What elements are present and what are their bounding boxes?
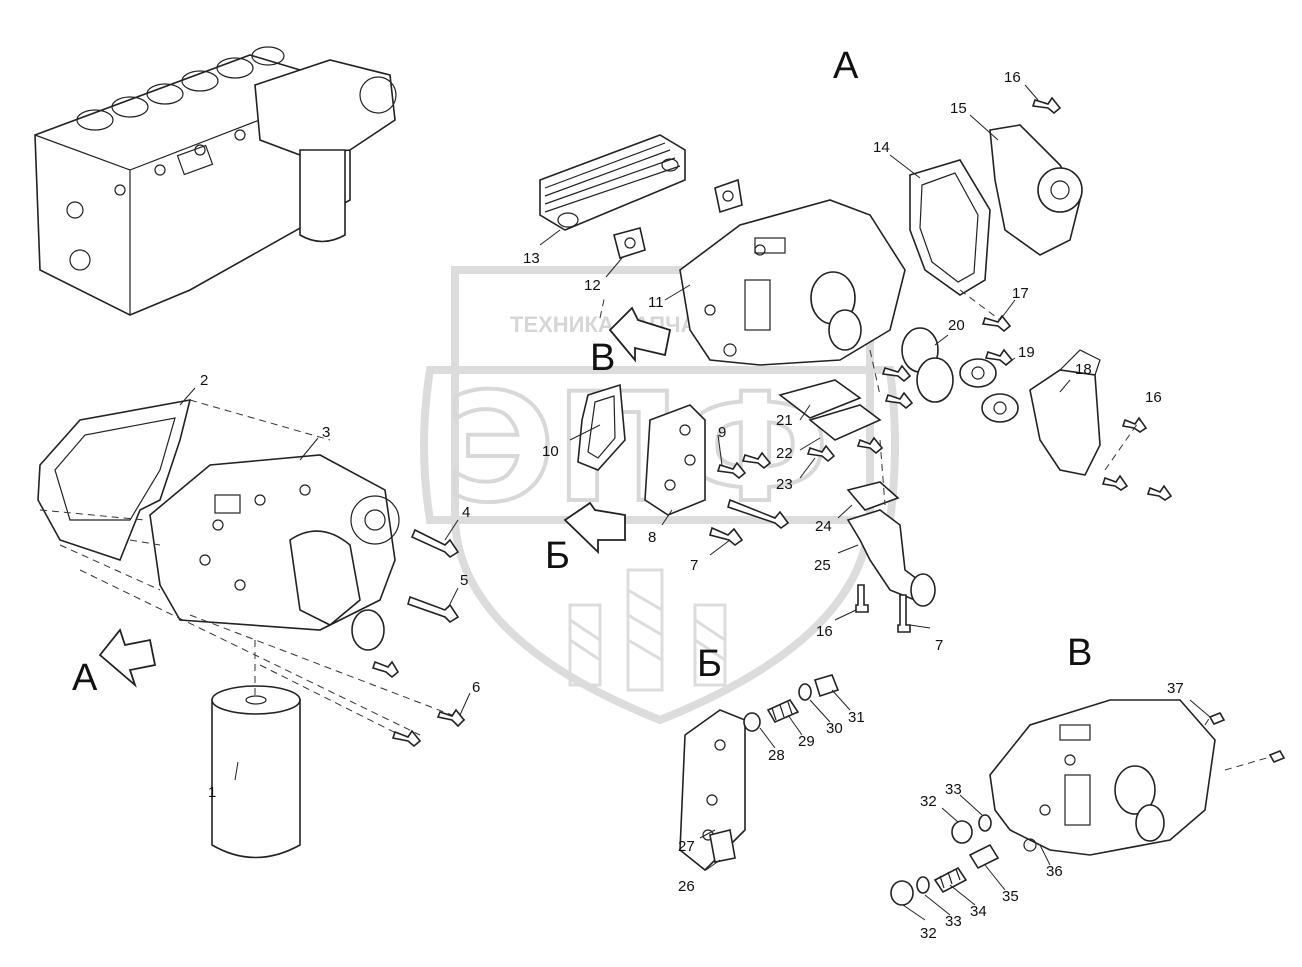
callout-23: 23 <box>776 476 793 493</box>
callout-37: 37 <box>1167 680 1184 697</box>
callout-24: 24 <box>815 518 832 535</box>
detail-v-small-parts <box>890 711 1286 906</box>
callout-31: 31 <box>848 709 865 726</box>
callout-15: 15 <box>950 100 967 117</box>
cover-plates-21-22 <box>778 379 882 441</box>
view-letters: A A Б Б В В <box>72 45 1092 699</box>
bolts-7-9-23 <box>709 436 884 547</box>
callout-16-lower: 16 <box>816 623 833 640</box>
plug-26 <box>709 829 736 863</box>
callout-26: 26 <box>678 878 695 895</box>
thermostats-19 <box>959 358 1019 423</box>
o-rings-20 <box>901 327 954 403</box>
dashed-lines-detail-v <box>1204 716 1271 771</box>
leader-lines <box>179 84 1211 921</box>
callout-33-upper: 33 <box>945 781 962 798</box>
callout-3: 3 <box>322 424 330 441</box>
callout-32-upper: 32 <box>920 793 937 810</box>
bolt-16-top <box>1031 96 1062 115</box>
callout-10: 10 <box>542 443 559 460</box>
callout-7-center: 7 <box>690 557 698 574</box>
callout-2: 2 <box>200 372 208 389</box>
callout-32-lower: 32 <box>920 925 937 942</box>
gasket-left <box>37 398 192 561</box>
callout-36: 36 <box>1046 863 1063 880</box>
dashed-assembly-lines <box>39 399 466 741</box>
watermark-logo-text: ЭПФ <box>445 362 829 536</box>
bolts-16-7-lower <box>855 584 911 633</box>
view-arrow-v <box>608 306 672 363</box>
callout-16-top: 16 <box>1004 69 1021 86</box>
view-arrow-a <box>98 628 157 688</box>
engine-block <box>34 46 397 316</box>
callout-20: 20 <box>948 317 965 334</box>
view-arrow-b <box>563 501 626 555</box>
oil-filter-element <box>211 685 301 859</box>
callout-8: 8 <box>648 529 656 546</box>
water-pump-15 <box>989 124 1083 256</box>
gasket-14 <box>909 159 991 296</box>
oil-filter-housing-assembly <box>149 454 400 651</box>
callout-numbers: 1 2 3 4 5 6 7 7 8 9 10 11 12 13 14 15 16… <box>200 69 1184 942</box>
bolts-17-16 <box>881 314 1173 501</box>
callout-13: 13 <box>523 250 540 267</box>
view-letter-v-arrow: В <box>590 337 615 379</box>
view-letter-a-arrow: A <box>72 657 98 699</box>
view-letter-b-arrow: Б <box>545 535 570 577</box>
valve-parts-28-31 <box>743 674 840 732</box>
callout-6: 6 <box>472 679 480 696</box>
gaskets-12 <box>613 178 743 260</box>
callout-1: 1 <box>208 784 216 801</box>
callout-29: 29 <box>798 733 815 750</box>
callout-9: 9 <box>718 424 726 441</box>
detail-v-housing-36 <box>989 699 1216 856</box>
callout-33-lower: 33 <box>945 913 962 930</box>
callout-17: 17 <box>1012 285 1029 302</box>
oil-module-housing-11 <box>679 199 906 366</box>
callout-22: 22 <box>776 445 793 462</box>
bracket-8 <box>644 404 706 516</box>
gasket-10 <box>577 383 626 471</box>
callout-27: 27 <box>678 838 695 855</box>
callout-21: 21 <box>776 412 793 429</box>
view-letter-a-top: A <box>833 45 859 87</box>
view-letter-v-detail: В <box>1067 632 1092 674</box>
callout-18: 18 <box>1075 361 1092 378</box>
callout-12: 12 <box>584 277 601 294</box>
water-elbow-24-25 <box>846 481 936 607</box>
oil-cooler <box>539 134 686 231</box>
callout-19: 19 <box>1018 344 1035 361</box>
callout-7-right: 7 <box>935 637 943 654</box>
callout-4: 4 <box>462 504 470 521</box>
callout-11: 11 <box>648 294 664 311</box>
view-letter-b-detail: Б <box>697 643 722 685</box>
callout-28: 28 <box>768 747 785 764</box>
callout-5: 5 <box>460 572 468 589</box>
callout-25: 25 <box>814 557 831 574</box>
bolts-left <box>371 528 466 748</box>
callout-30: 30 <box>826 720 843 737</box>
callout-16-right: 16 <box>1145 389 1162 406</box>
callout-35: 35 <box>1002 888 1019 905</box>
callout-34: 34 <box>970 903 987 920</box>
thermostat-housing-18 <box>1029 349 1101 476</box>
callout-14: 14 <box>873 139 890 156</box>
